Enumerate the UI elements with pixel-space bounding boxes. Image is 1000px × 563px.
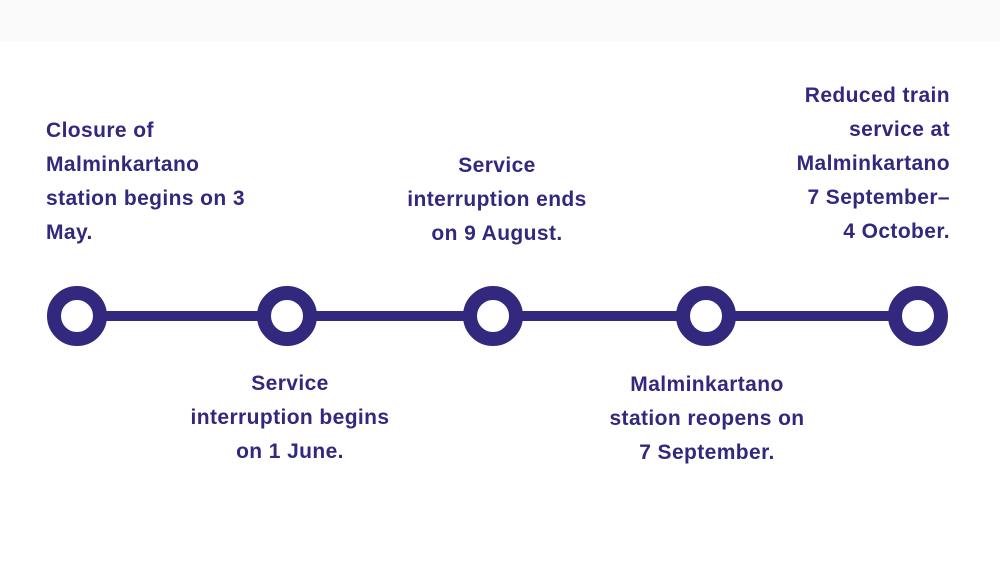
timeline-node-circle-icon	[463, 286, 523, 346]
top-band	[0, 0, 1000, 42]
timeline-node-circle-icon	[676, 286, 736, 346]
timeline-node-circle-icon	[257, 286, 317, 346]
timeline-node-circle-icon	[888, 286, 948, 346]
timeline-node-circle-icon	[47, 286, 107, 346]
